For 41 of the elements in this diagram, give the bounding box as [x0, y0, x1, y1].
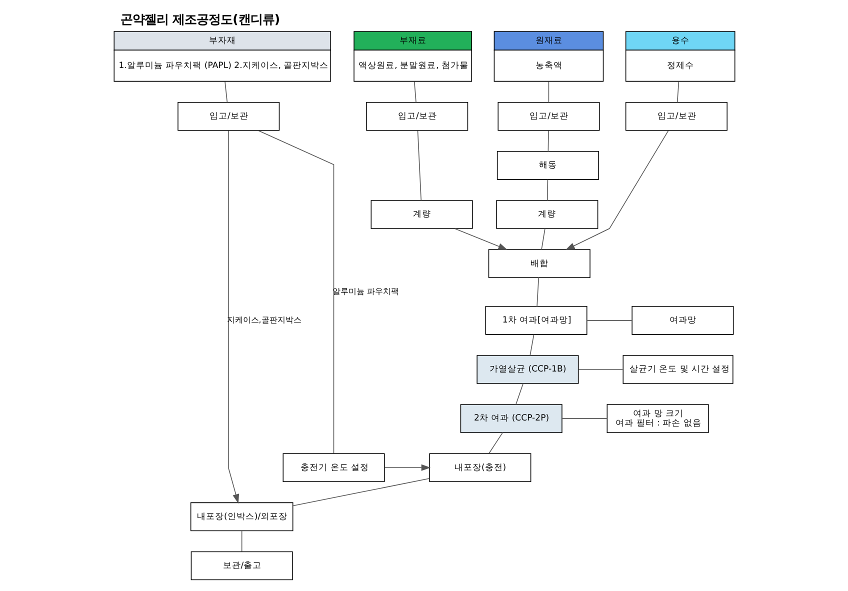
node-box: 내포장(충전): [428, 453, 531, 482]
node-box: 내포장(인박스)/외포장: [190, 502, 293, 532]
node-box: 여과 망 크기 여과 필터 : 파손 없음: [606, 404, 708, 433]
connector: [561, 418, 607, 419]
connector: [515, 383, 523, 405]
connector: [292, 478, 430, 506]
connector: [529, 334, 534, 356]
connector: [547, 130, 548, 152]
connector: [257, 130, 334, 454]
connector: [414, 81, 416, 102]
node-box: 1차 여과[여과망]: [484, 306, 587, 335]
connector: [488, 432, 502, 454]
node-box: 계량: [496, 200, 598, 229]
node-box: 입고/보관: [624, 102, 727, 131]
node-box: 살균기 온도 및 시간 설정: [622, 355, 733, 384]
node-box: 충전기 온도 설정: [282, 453, 384, 482]
node-box: 2차 여과 (CCP-2P): [460, 404, 562, 433]
node-box: 보관/출고: [190, 551, 292, 580]
connector: [224, 81, 228, 102]
node-box: 입고/보관: [366, 102, 468, 131]
diagram-title: 곤약젤리 제조공정도(캔디류): [120, 12, 280, 27]
node-box: 해동: [496, 151, 598, 180]
node-box: 입고/보관: [497, 102, 600, 131]
connector: [416, 130, 422, 201]
arrow: [564, 130, 668, 250]
connector: [240, 530, 242, 552]
node-box: 여과망: [631, 306, 734, 335]
connector: [548, 81, 549, 102]
connector: [536, 277, 539, 307]
connector: [577, 369, 623, 370]
node-box: 가열살균 (CCP-1B): [476, 355, 578, 384]
connector: [546, 179, 548, 201]
arrow: [384, 464, 430, 471]
connector: [676, 81, 679, 102]
node-box: 입고/보관: [177, 102, 280, 131]
node-box: 계량: [370, 200, 472, 229]
connector: [540, 228, 545, 250]
arrow: [454, 228, 508, 250]
node-box: 배합: [488, 249, 590, 278]
connector: [586, 320, 632, 321]
arrow: [228, 130, 239, 504]
